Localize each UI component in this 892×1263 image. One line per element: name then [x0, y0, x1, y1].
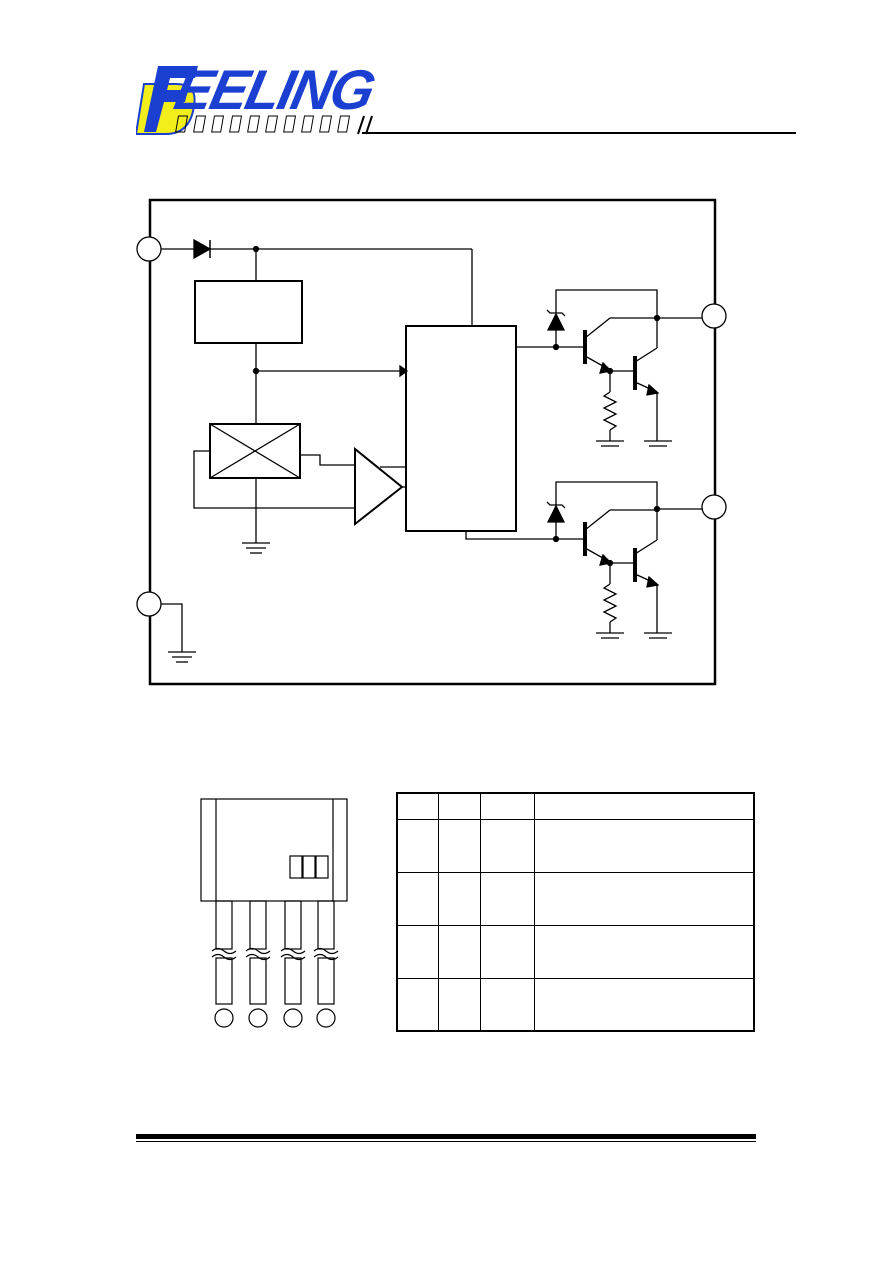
- zener-diode-icon: [546, 312, 566, 331]
- table-cell: [479, 871, 535, 926]
- table-cell: [396, 977, 439, 1032]
- table-cell: [396, 818, 439, 873]
- table-cell: [396, 924, 439, 979]
- table-cell: [533, 818, 755, 873]
- table-header-cell: [479, 792, 535, 820]
- table-cell: [396, 871, 439, 926]
- table-cell: [437, 977, 481, 1032]
- table-row: [396, 924, 755, 979]
- pin-output-2-terminal: [701, 494, 727, 520]
- zener-diode-icon: [546, 504, 566, 523]
- table-cell: [533, 871, 755, 926]
- logic-block: [405, 325, 517, 532]
- table-cell: [533, 924, 755, 979]
- header-divider: [362, 132, 796, 134]
- logo-mark-icon: [136, 66, 373, 135]
- pin-output-1-terminal: [701, 303, 727, 329]
- package-outline: [200, 798, 348, 1028]
- table-header-cell: [396, 792, 439, 820]
- company-logo: EELING: [136, 58, 796, 142]
- table-row: [396, 818, 755, 873]
- table-cell: [479, 818, 535, 873]
- pin-ground-terminal: [136, 591, 162, 617]
- package-leads: [211, 900, 339, 1028]
- footer-divider: [136, 1134, 756, 1139]
- table-header-cell: [533, 792, 755, 820]
- table-cell: [479, 977, 535, 1032]
- chip-outline: [148, 198, 717, 686]
- pin-description-table: [396, 792, 755, 1032]
- table-cell: [479, 924, 535, 979]
- diode-icon: [193, 238, 212, 260]
- footer-divider-thin: [136, 1141, 756, 1142]
- table-cell: [437, 818, 481, 873]
- table-header-cell: [437, 792, 481, 820]
- regulator-block: [194, 280, 303, 344]
- table-cell: [437, 871, 481, 926]
- table-cell: [533, 977, 755, 1032]
- table-row: [396, 871, 755, 926]
- table-row: [396, 977, 755, 1032]
- amplifier-symbol: [354, 446, 404, 527]
- table-cell: [437, 924, 481, 979]
- table-header-row: [396, 792, 755, 820]
- pin-1-terminal: [136, 236, 162, 262]
